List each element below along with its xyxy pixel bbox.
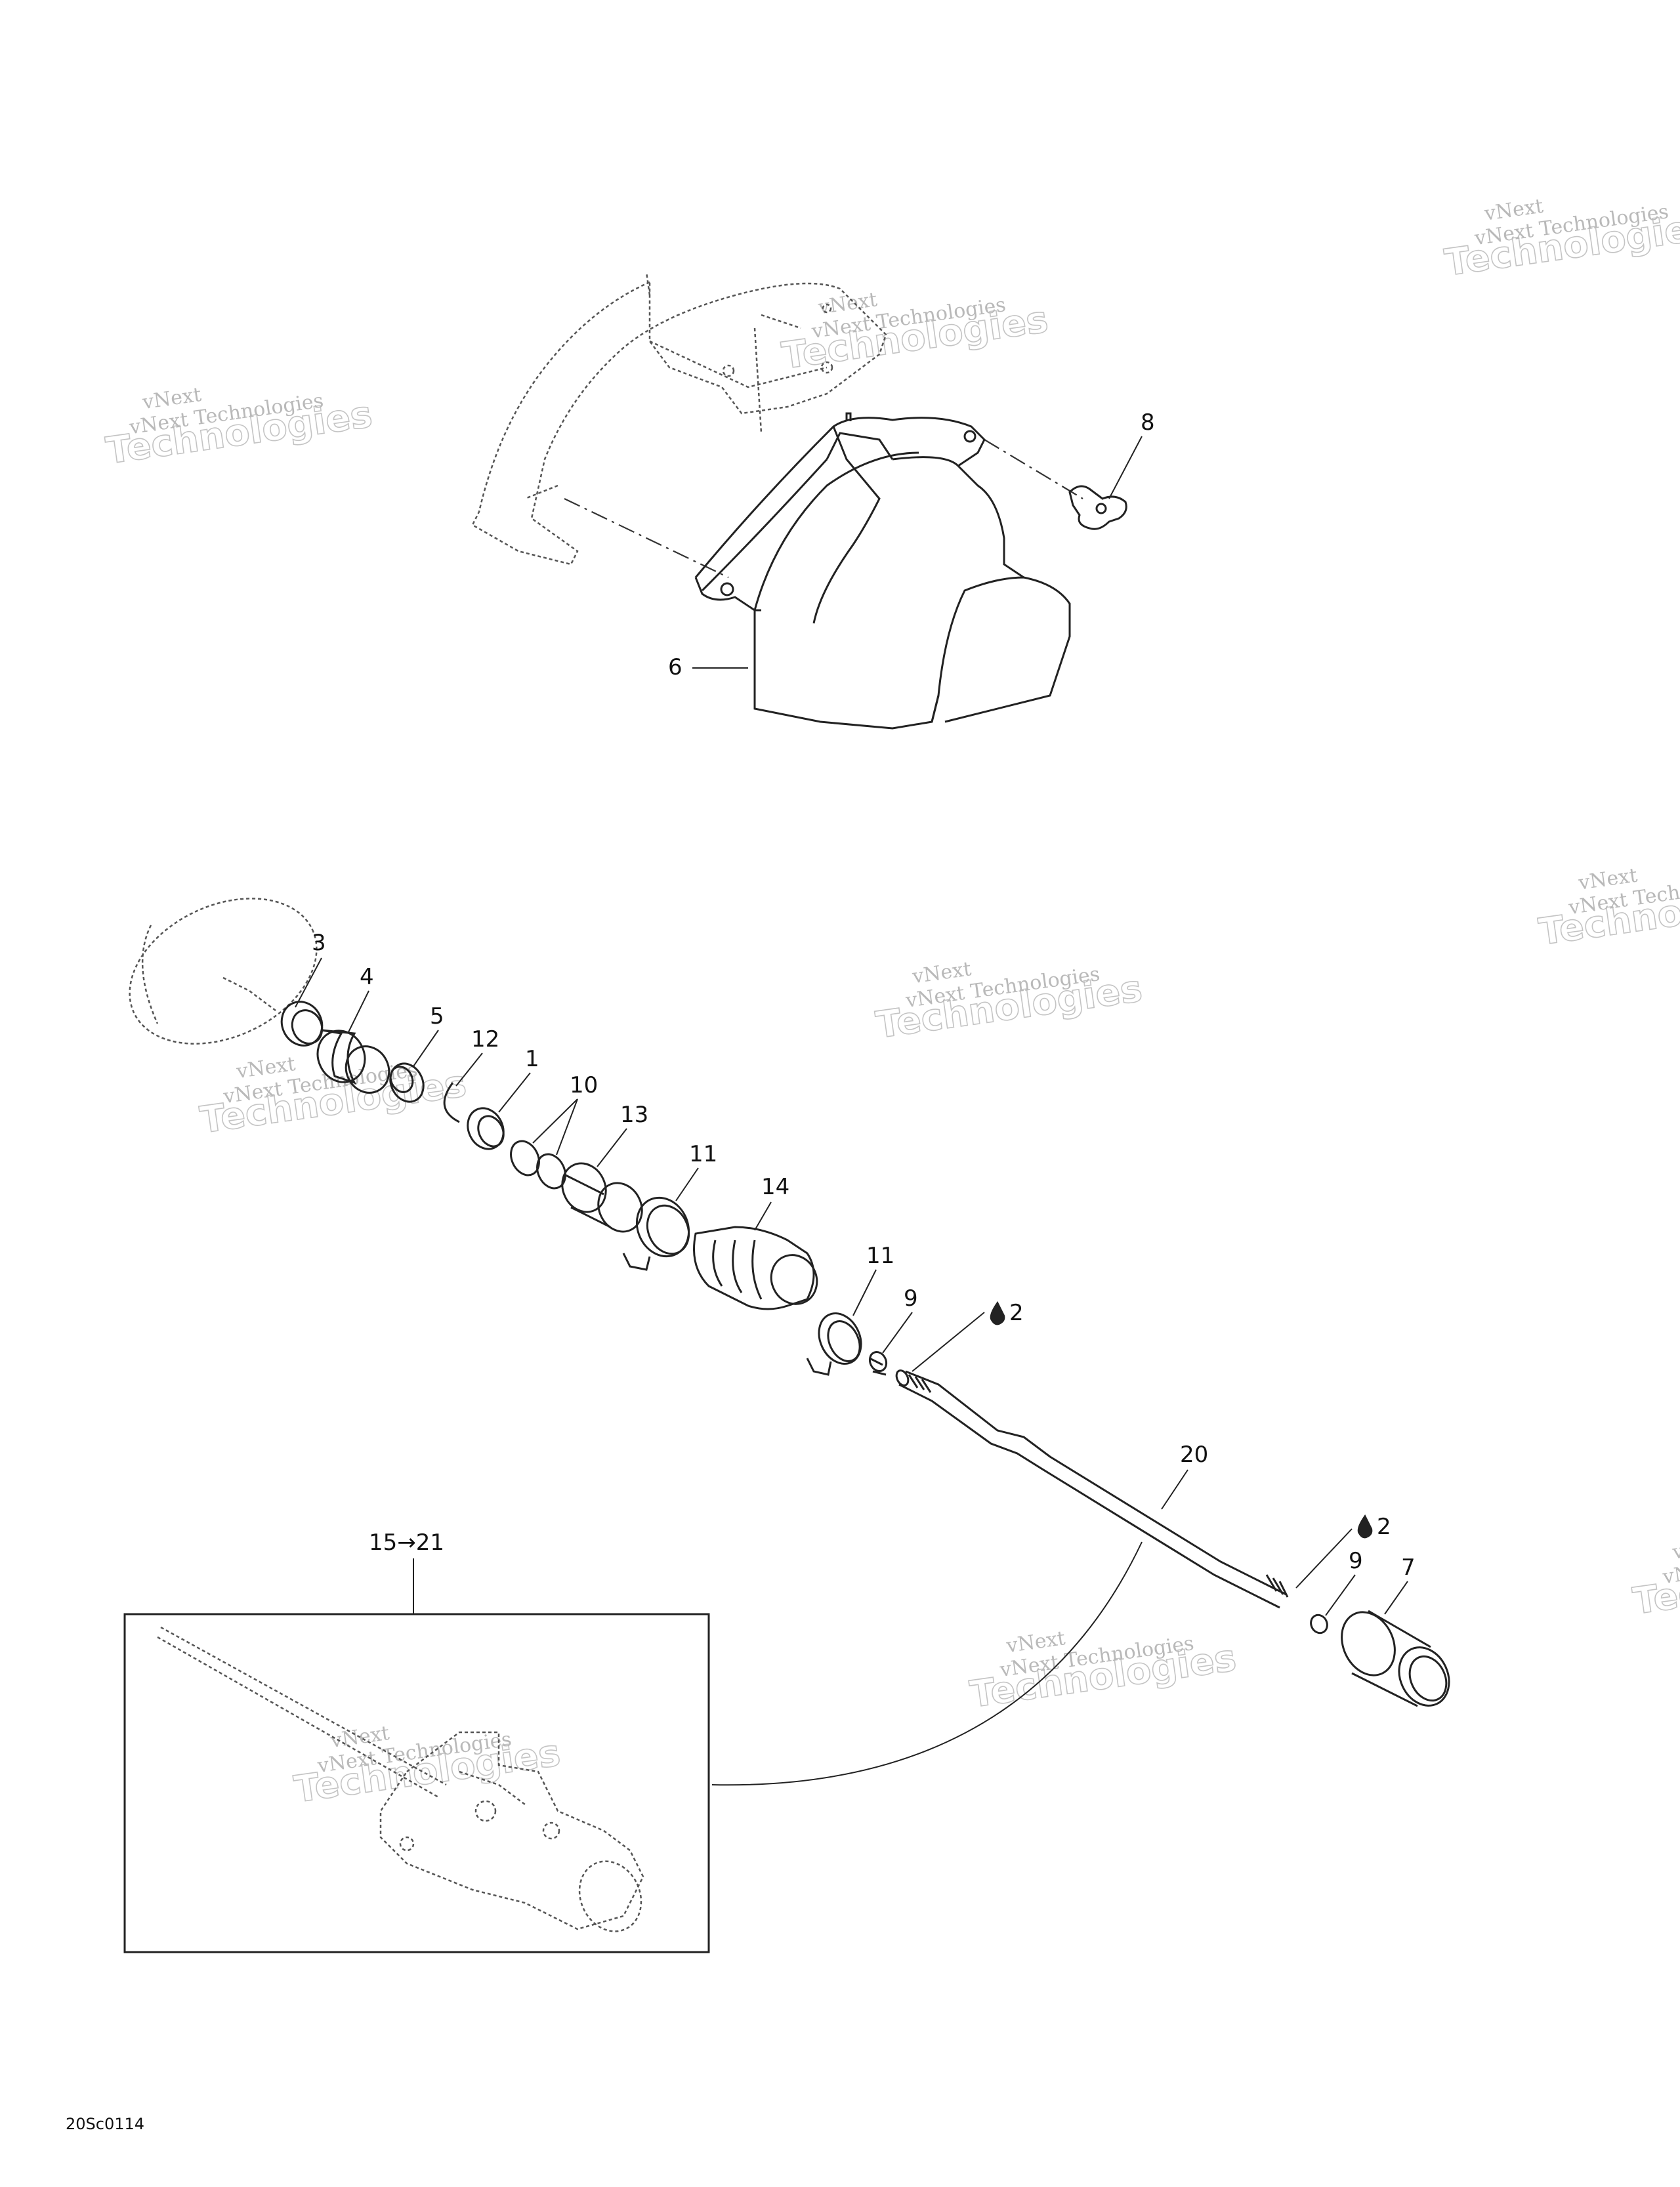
- callout-label: 20: [1180, 1442, 1208, 1468]
- callout-4: 4: [347, 964, 374, 1034]
- callout-label: 7: [1401, 1554, 1416, 1581]
- callout-5: 5: [413, 1003, 444, 1067]
- callout-label: 10: [570, 1072, 598, 1098]
- callout-label: 5: [430, 1003, 444, 1030]
- housing-phantom: [129, 898, 318, 1045]
- callout-label: 11: [689, 1141, 717, 1167]
- watermark-top: vNext: [1671, 1533, 1680, 1564]
- callout-label: 12: [471, 1026, 499, 1052]
- nozzle-guard: [694, 412, 1071, 730]
- callout-label: 2: [1377, 1514, 1391, 1540]
- callout-2b: 2: [1295, 1514, 1391, 1589]
- grease-drop-icon: [1357, 1514, 1373, 1539]
- callout-11b: 11: [852, 1243, 894, 1316]
- inset-assembly-15-21: 15→21: [123, 1530, 710, 1953]
- callout-label: 9: [904, 1285, 918, 1312]
- callout-9b: 9: [1325, 1548, 1363, 1616]
- guard-bracket-phantom: [471, 272, 887, 566]
- inset-frame: [123, 1613, 710, 1953]
- drive-shaft-exploded-parts: [280, 1001, 1450, 1707]
- callout-3: 3: [295, 930, 326, 1008]
- callout-label: 15→21: [369, 1530, 444, 1556]
- callout-12: 12: [455, 1026, 499, 1087]
- watermark-layer: Technologies vNext vNext Technologies Te…: [103, 195, 1680, 1812]
- callout-label: 4: [360, 964, 374, 990]
- wing-nut: [1068, 485, 1127, 530]
- callout-label: 13: [620, 1102, 648, 1128]
- callout-label: 8: [1141, 409, 1155, 436]
- drawing-reference: 20Sc0114: [66, 2115, 144, 2133]
- callout-6: 6: [668, 654, 748, 680]
- callout-label: 2: [1009, 1300, 1024, 1326]
- callout-13: 13: [597, 1102, 648, 1167]
- callout-label: 14: [761, 1174, 789, 1200]
- callout-10: 10: [532, 1072, 598, 1156]
- callout-label: 11: [866, 1243, 894, 1269]
- callout-label: 1: [525, 1046, 539, 1072]
- callout-9a: 9: [882, 1285, 918, 1354]
- callout-8: 8: [1108, 409, 1155, 499]
- callout-label: 9: [1349, 1548, 1363, 1574]
- callout-2a: 2: [912, 1300, 1024, 1372]
- dash-center-lines-top: [564, 439, 1083, 578]
- callout-label: 6: [668, 654, 682, 680]
- grease-drop-icon: [990, 1301, 1005, 1325]
- callout-20: 20: [1161, 1442, 1208, 1510]
- callout-label: 3: [312, 930, 326, 956]
- callout-1: 1: [498, 1046, 539, 1113]
- callout-7: 7: [1384, 1554, 1416, 1615]
- inset-connector-arc: [711, 1541, 1143, 1786]
- callout-14: 14: [754, 1174, 789, 1231]
- callout-11a: 11: [675, 1141, 717, 1201]
